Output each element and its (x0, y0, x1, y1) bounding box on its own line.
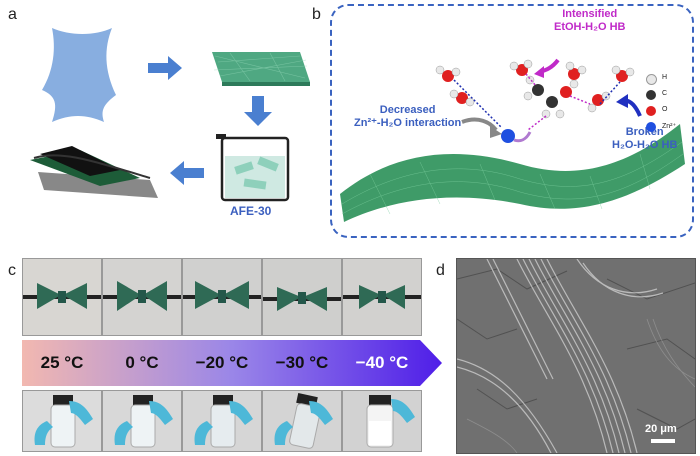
water-molecule-3 (509, 59, 533, 76)
intensified-label: Intensified EtOH-H₂O HB (554, 8, 626, 34)
raw-skin-shape (42, 28, 116, 122)
temperature-label: 25 °C (40, 353, 84, 372)
bowtie-photo (342, 258, 422, 336)
bowtie-icon (343, 285, 421, 309)
vial-icon (274, 393, 333, 449)
intensified-line2: EtOH-H₂O HB (554, 21, 626, 33)
scale-bar-label: 20 μm (645, 423, 677, 435)
temperature-label: −20 °C (195, 353, 249, 372)
vial-photo (342, 390, 422, 452)
beaker-icon (216, 134, 290, 202)
vial-photo (182, 390, 262, 452)
water-molecule-5 (587, 91, 611, 113)
decreased-line2: Zn²⁺-H₂O interaction (354, 117, 462, 129)
legend-item: Zn²⁺ (646, 120, 686, 136)
arrow-left (170, 161, 204, 185)
atom-legend: H C O Zn²⁺ (646, 72, 686, 136)
intensified-line1: Intensified (562, 8, 618, 20)
water-molecule-2 (449, 89, 475, 107)
water-molecule-6 (611, 65, 635, 82)
legend-item: C (646, 88, 686, 104)
vial-photo (22, 390, 102, 452)
purple-arrow (513, 131, 532, 143)
temperature-label: −40 °C (355, 353, 409, 372)
legend-label: Zn²⁺ (662, 123, 677, 130)
arrow-down (244, 96, 272, 126)
vial-photo (102, 390, 182, 452)
arrow-right-1 (148, 56, 182, 80)
sem-image: 20 μm (456, 258, 696, 454)
legend-item: O (646, 104, 686, 120)
water-molecule-1 (435, 65, 461, 82)
vial-photo-row (22, 390, 422, 452)
bowtie-icon (183, 281, 261, 309)
gray-arrow (461, 117, 498, 132)
sem-fibers (457, 259, 695, 453)
legend-label: H (662, 74, 668, 81)
panel-b-graphic (340, 58, 685, 222)
panel-b-letter: b (312, 6, 321, 23)
vial-icon (194, 395, 253, 448)
vial-photo (262, 390, 342, 452)
bowtie-icon (103, 281, 181, 311)
vial-icon (34, 395, 93, 448)
bowtie-photo (102, 258, 182, 336)
panel-a-letter: a (8, 6, 17, 23)
panel-c-letter: c (8, 262, 16, 279)
legend-swatch (646, 122, 656, 132)
decreased-line1: Decreased (379, 104, 436, 116)
vial-icon (114, 395, 173, 448)
legend-label: O (662, 106, 668, 113)
vial-icon (366, 395, 415, 448)
temperature-label: −30 °C (275, 353, 329, 372)
panel-b-frame (330, 4, 694, 238)
temperature-label: 0 °C (125, 353, 159, 372)
legend-label: C (662, 90, 668, 97)
bowtie-photo (182, 258, 262, 336)
layered-leather (30, 146, 158, 198)
bowtie-photo (22, 258, 102, 336)
legend-swatch (646, 74, 657, 85)
panel-a-graphic (30, 28, 310, 202)
legend-swatch (646, 106, 656, 116)
zinc-ion (501, 129, 515, 143)
decreased-label: Decreased Zn²⁺-H₂O interaction (354, 104, 461, 130)
gradient-arrow-shape (22, 340, 442, 386)
ethanol-molecule (523, 75, 579, 119)
bowtie-icon (263, 287, 341, 311)
temperature-arrow: 25 °C 0 °C −20 °C −30 °C −40 °C (22, 340, 442, 386)
bowtie-icon (23, 283, 101, 309)
legend-item: H (646, 72, 686, 88)
panel-d-letter: d (436, 262, 445, 279)
water-molecule-4 (565, 61, 587, 80)
broken-line2: H₂O-H₂O HB (612, 139, 678, 151)
fiber-ribbon (340, 124, 685, 222)
bowtie-photo-row (22, 258, 422, 336)
legend-swatch (646, 90, 656, 100)
beaker-label: AFE-30 (230, 204, 272, 218)
bowtie-photo (262, 258, 342, 336)
